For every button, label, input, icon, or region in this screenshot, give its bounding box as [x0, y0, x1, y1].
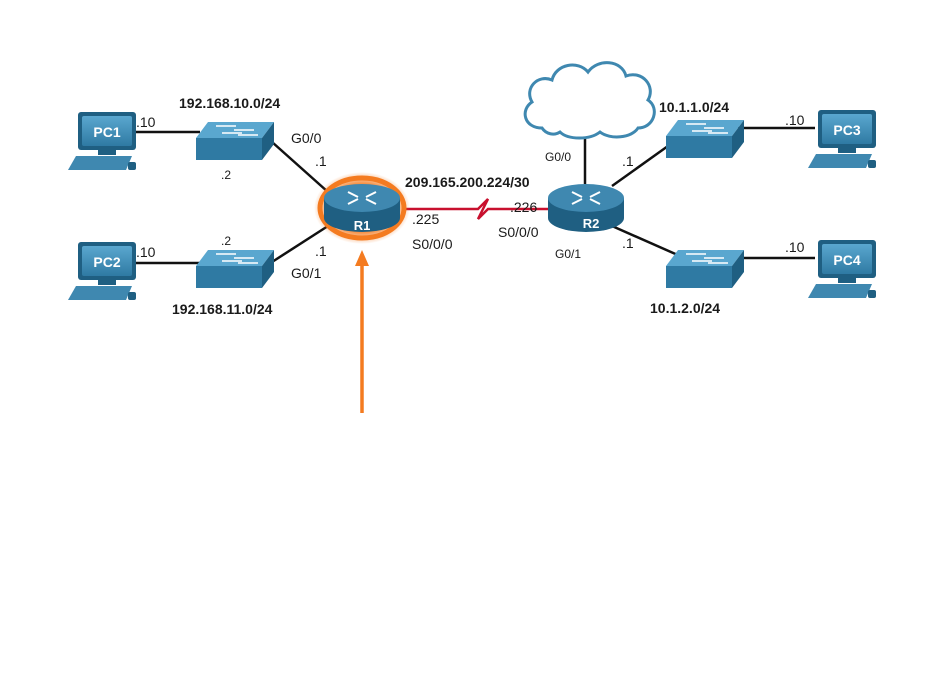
switch-sw1[interactable]	[196, 122, 274, 160]
switch-front	[196, 138, 262, 160]
switch-sw2[interactable]	[196, 250, 274, 288]
r2-s0-0-0-name: S0/0/0	[498, 224, 539, 240]
router-arrows-icon	[347, 191, 377, 205]
r1-label: R1	[354, 218, 371, 233]
arrow-up-icon	[355, 250, 369, 266]
switch-sw4[interactable]	[666, 250, 744, 288]
sw2-address: .2	[221, 234, 231, 248]
pc-stand	[838, 278, 856, 283]
pc-screen	[822, 244, 872, 274]
r2-sw3-addr: .1	[622, 153, 634, 169]
labels: 192.168.10.0/24 192.168.11.0/24 10.1.1.0…	[136, 95, 805, 317]
keyboard-icon	[808, 154, 872, 168]
switch-side	[262, 122, 274, 160]
pc-screen	[82, 246, 132, 276]
pc-stand	[98, 150, 116, 155]
pc3-label: PC3	[833, 122, 860, 138]
pc2[interactable]: PC2	[68, 242, 136, 300]
pc1-address: .10	[136, 114, 156, 130]
router-top	[548, 184, 624, 212]
network-label-10-1-1: 10.1.1.0/24	[659, 99, 729, 115]
switch-front	[196, 266, 262, 288]
r2-label: R2	[583, 216, 600, 231]
router-arrows-icon	[571, 191, 601, 205]
link-r2-sw4	[611, 224, 681, 258]
router-top	[324, 184, 400, 212]
r2-sw4-addr: .1	[622, 235, 634, 251]
r2-s0-0-0-addr: .226	[510, 199, 537, 215]
router-r2[interactable]: R2	[548, 184, 624, 232]
cloud-icon	[523, 61, 656, 140]
keyboard-icon	[68, 286, 132, 300]
network-label-192-168-10: 192.168.10.0/24	[179, 95, 280, 111]
pc-screen	[822, 114, 872, 144]
network-label-192-168-11: 192.168.11.0/24	[172, 301, 273, 317]
pc1[interactable]: PC1	[68, 112, 136, 170]
router-r1[interactable]: R1	[314, 172, 410, 244]
r1-g0-0-addr: .1	[315, 153, 327, 169]
mouse-icon	[868, 160, 876, 168]
pc3-address: .10	[785, 112, 805, 128]
pc2-address: .10	[136, 244, 156, 260]
pointer-arrow	[355, 250, 369, 413]
pc2-label: PC2	[93, 254, 120, 270]
keyboard-icon	[808, 284, 872, 298]
mouse-icon	[128, 292, 136, 300]
r1-s0-0-0-addr: .225	[412, 211, 439, 227]
sw1-address: .2	[221, 168, 231, 182]
link-r2-sw3	[611, 144, 669, 188]
pc-stand	[838, 148, 856, 153]
r1-highlight-ring	[317, 175, 407, 241]
switch-front	[666, 136, 732, 158]
switch-front	[666, 266, 732, 288]
links	[132, 126, 815, 265]
switch-arrows-icon	[216, 253, 258, 264]
r2-g0-1-name: G0/1	[555, 247, 581, 261]
r1-s0-0-0-name: S0/0/0	[412, 236, 453, 252]
switch-side	[262, 250, 274, 288]
link-sw1-r1	[271, 141, 329, 193]
switch-arrows-icon	[686, 253, 728, 264]
r1-g0-0-name: G0/0	[291, 130, 322, 146]
pc-screen	[82, 116, 132, 146]
pc-stand	[98, 280, 116, 285]
internet-cloud	[523, 61, 656, 140]
pc4[interactable]: PC4	[808, 240, 876, 298]
switch-side	[732, 120, 744, 158]
serial-link-r1-r2	[402, 198, 548, 220]
pc1-label: PC1	[93, 124, 120, 140]
mouse-icon	[128, 162, 136, 170]
keyboard-icon	[68, 156, 132, 170]
link-sw2-r1	[271, 224, 329, 264]
network-label-10-1-2: 10.1.2.0/24	[650, 300, 720, 316]
mouse-icon	[868, 290, 876, 298]
r1-g0-1-name: G0/1	[291, 265, 322, 281]
switch-arrows-icon	[216, 125, 258, 136]
switch-side	[732, 250, 744, 288]
r1-g0-1-addr: .1	[315, 243, 327, 259]
pc4-label: PC4	[833, 252, 860, 268]
switch-arrows-icon	[686, 123, 728, 134]
switch-sw3[interactable]	[666, 120, 744, 158]
network-label-wan: 209.165.200.224/30	[405, 174, 530, 190]
pc4-address: .10	[785, 239, 805, 255]
pc3[interactable]: PC3	[808, 110, 876, 168]
r2-g0-0-name: G0/0	[545, 150, 571, 164]
